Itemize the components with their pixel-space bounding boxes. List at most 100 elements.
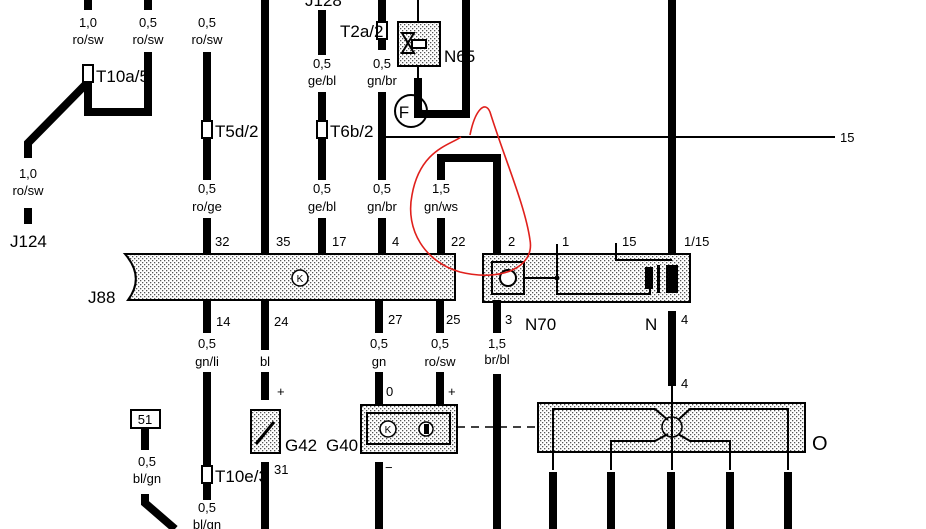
wire-color: bl/gn (133, 471, 161, 486)
wire-17: 0,5 ge/bl T6b/2 0,5 ge/bl 17 (308, 10, 373, 254)
component-label-g40: G40 (326, 436, 358, 455)
wire-size: 0,5 (370, 336, 388, 351)
wire-color: ge/bl (308, 199, 336, 214)
wire-size: 0,5 (313, 56, 331, 71)
wire-size: 1,5 (432, 181, 450, 196)
component-label-n65: N65 (444, 47, 475, 66)
component-label-o: O (812, 433, 828, 455)
component-label-g42: G42 (285, 436, 317, 455)
pin-label: 31 (274, 462, 288, 477)
wire-color: ro/sw (424, 354, 456, 369)
component-n70: 1 15 N70 N (482, 234, 691, 334)
wire-35: 35 (261, 0, 290, 254)
component-label-n: N (645, 315, 657, 334)
pin-label: 0 (386, 384, 393, 399)
wire-size: 0,5 (373, 56, 391, 71)
wire-size: 0,5 (313, 181, 331, 196)
wire-color: ro/sw (72, 32, 104, 47)
wire-22: 1,5 gn/ws 22 2 (424, 154, 515, 254)
pin-label: 1 (562, 234, 569, 249)
wire-size: 0,5 (198, 336, 216, 351)
pin-label: + (448, 384, 456, 399)
wire-25: 25 0,5 ro/sw + (424, 300, 460, 404)
connector-label: T10e/3 (215, 467, 268, 486)
component-label-j88: J88 (88, 288, 115, 307)
wire-size: 1,0 (79, 15, 97, 30)
wire-color: br/bl (484, 352, 509, 367)
pin-label: − (385, 460, 393, 475)
pin-label: + (277, 384, 285, 399)
wire-color: gn/li (195, 354, 219, 369)
wire-color: ro/sw (12, 183, 44, 198)
pin-label: 22 (451, 234, 465, 249)
wire-size: 0,5 (198, 181, 216, 196)
pin-label: 17 (332, 234, 346, 249)
valve-icon (400, 32, 416, 54)
k-symbol: K (297, 274, 304, 285)
component-g40: K G40 − (326, 404, 458, 529)
sensor-icon (499, 269, 517, 287)
connector-icon (316, 120, 328, 139)
component-label-n70: N70 (525, 315, 556, 334)
wire-color: gn/br (367, 73, 397, 88)
wire-size: 0,5 (139, 15, 157, 30)
k-symbol: K (385, 425, 392, 436)
wire-size: 0,5 (138, 454, 156, 469)
pin-label: 15 (840, 130, 854, 145)
pin-label: 14 (216, 314, 230, 329)
wire-1-15: 1/15 (668, 0, 709, 254)
wire-14: 14 0,5 gn/li T10e/3 0,5 bl/gn (193, 300, 268, 529)
wire-size: 0,5 (198, 500, 216, 515)
wire-size: 1,0 (19, 166, 37, 181)
pin-label: 32 (215, 234, 229, 249)
sensor-arrow-icon (254, 421, 276, 445)
pin-label: 27 (388, 312, 402, 327)
wire-27: 27 0,5 gn 0 (370, 300, 402, 404)
pin-label: 4 (681, 376, 688, 391)
connector-icon (82, 64, 94, 83)
pin-label: 4 (681, 312, 688, 327)
wire-color: gn (372, 354, 386, 369)
wire-3: 3 1,5 br/bl (484, 300, 512, 529)
wire-size: 0,5 (431, 336, 449, 351)
connector-icon (201, 465, 213, 484)
wire-color: ro/sw (191, 32, 223, 47)
pin-label: 1/15 (684, 234, 709, 249)
connector-icon (201, 120, 213, 139)
wire-4: J128 T2a/2 0,5 gn/br 15 0,5 gn/br 4 (305, 0, 854, 254)
wire-t10a: 1,0 ro/sw 0,5 ro/sw T10a/5 1,0 ro/sw J12… (10, 0, 164, 251)
component-j88: K J88 (88, 253, 456, 307)
component-n65: N65 (397, 0, 475, 118)
coil-icon (645, 267, 653, 289)
terminal-label: 51 (138, 412, 152, 427)
pin-label: 15 (622, 234, 636, 249)
wire-n4: 4 4 (668, 311, 688, 391)
connector-label: T2a/2 (340, 22, 383, 41)
pin-label: 2 (508, 234, 515, 249)
wire-color: ro/sw (132, 32, 164, 47)
component-o: O (457, 386, 828, 529)
pin-label: 35 (276, 234, 290, 249)
pin-label: 25 (446, 312, 460, 327)
red-annotation-circle (409, 106, 532, 276)
wire-color: ge/bl (308, 73, 336, 88)
pin-label: 3 (505, 312, 512, 327)
terminal-51: 51 0,5 bl/gn (130, 409, 178, 529)
pin-label: 4 (392, 234, 399, 249)
component-label-j128: J128 (305, 0, 342, 10)
connector-icon (376, 21, 388, 40)
wire-size: 1,5 (488, 336, 506, 351)
wire-size: 0,5 (198, 15, 216, 30)
connector-label: T6b/2 (330, 122, 373, 141)
connector-label: T10a/5 (96, 67, 149, 86)
wire-24: 24 bl + G42 31 (250, 300, 317, 529)
pin-label: 24 (274, 314, 288, 329)
wire-color: bl/gn (193, 517, 221, 529)
wire-color: bl (260, 354, 270, 369)
wire-color: gn/br (367, 199, 397, 214)
wire-color: gn/ws (424, 199, 458, 214)
component-label-j124: J124 (10, 232, 47, 251)
wire-color: ro/ge (192, 199, 222, 214)
